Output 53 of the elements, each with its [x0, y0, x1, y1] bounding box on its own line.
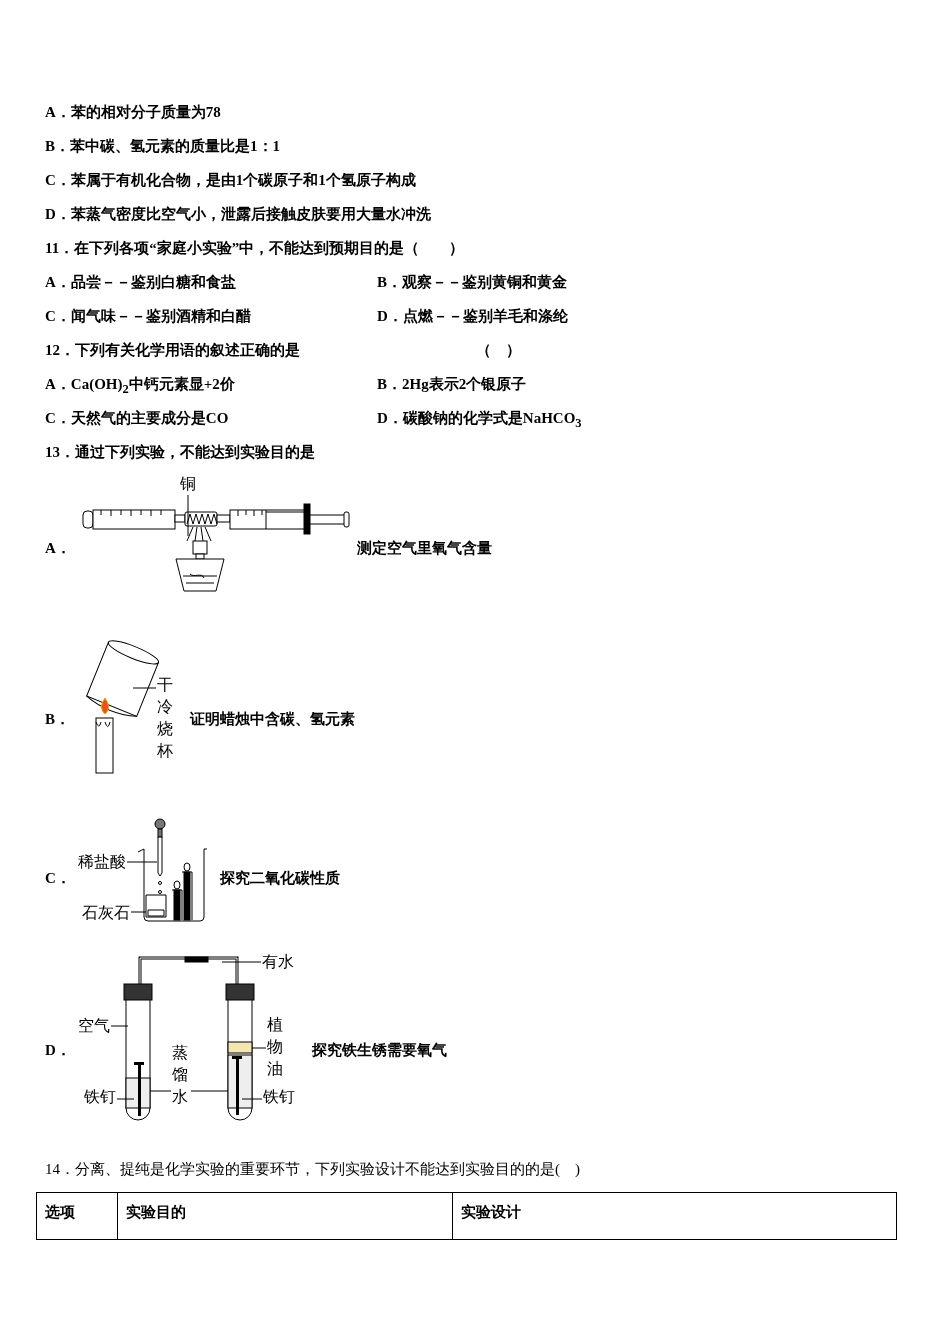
- apparatus-label: 干冷烧杯: [157, 674, 175, 762]
- question-text: 14．分离、提纯是化学实验的重要环节，下列实验设计不能达到实验目的的是( ): [45, 1160, 580, 1178]
- leader-line: [126, 861, 158, 863]
- leader-line: [110, 1025, 129, 1027]
- leader-line: [149, 1090, 172, 1092]
- option-text: A．品尝－－鉴别白糖和食盐: [45, 273, 236, 291]
- leader-line: [132, 687, 157, 689]
- table-header-cell: 选项: [36, 1192, 118, 1240]
- leader-line: [116, 1098, 135, 1100]
- option-text: C．天然气的主要成分是CO: [45, 409, 229, 427]
- option-text: A．苯的相对分子质量为78: [45, 103, 221, 121]
- option-letter: B．: [45, 710, 70, 728]
- apparatus-label: 有水: [262, 952, 294, 972]
- option-letter: A．: [45, 539, 71, 557]
- apparatus-label: 铜: [180, 474, 196, 494]
- experiment-caption: 探究铁生锈需要氧气: [312, 1041, 447, 1059]
- leader-line: [221, 961, 262, 963]
- answer-bracket: （ ）: [476, 341, 521, 359]
- experiment-caption: 证明蜡烛中含碳、氢元素: [190, 710, 355, 728]
- option-text: B．观察－－鉴别黄铜和黄金: [377, 273, 567, 291]
- question-text: 11．在下列各项“家庭小实验”中，不能达到预期目的是（ ）: [45, 239, 465, 257]
- leader-line: [251, 1047, 267, 1049]
- apparatus-label: 蒸馏水: [172, 1042, 190, 1108]
- apparatus-label: 石灰石: [82, 903, 130, 923]
- leader-line: [241, 1098, 263, 1100]
- option-text: A．Ca(OH)$_{2}$中钙元素显+2价: [45, 375, 235, 398]
- question-text: 12．下列有关化学用语的叙述正确的是: [45, 341, 300, 359]
- leader-line: [187, 494, 189, 537]
- option-text: C．苯属于有机化合物，是由1个碳原子和1个氢原子构成: [45, 171, 416, 189]
- oil-layer: [227, 1041, 253, 1054]
- iron-nail: [232, 1056, 242, 1115]
- iron-nail: [134, 1062, 144, 1116]
- option-text: B．2Hg表示2个银原子: [377, 375, 527, 393]
- option-letter: C．: [45, 869, 71, 887]
- table-header-cell: 实验设计: [452, 1192, 897, 1240]
- option-text: D．点燃－－鉴别羊毛和涤纶: [377, 307, 568, 325]
- option-text: C．闻气味－－鉴别酒精和白醋: [45, 307, 251, 325]
- option-text: D．碳酸钠的化学式是NaHCO$_{3}$: [377, 409, 582, 432]
- apparatus-label: 铁钉: [84, 1087, 116, 1107]
- apparatus-label: 空气: [78, 1016, 110, 1036]
- option-letter: D．: [45, 1041, 71, 1059]
- apparatus-label: 稀盐酸: [78, 852, 126, 872]
- leader-line: [190, 1090, 229, 1092]
- question-text: 13．通过下列实验，不能达到实验目的是: [45, 443, 315, 461]
- experiment-caption: 探究二氧化碳性质: [220, 869, 340, 887]
- experiment-caption: 测定空气里氧气含量: [357, 539, 492, 557]
- small-beaker: [145, 894, 167, 918]
- apparatus-label: 铁钉: [263, 1087, 295, 1107]
- option-text: B．苯中碳、氢元素的质量比是1：1: [45, 137, 280, 155]
- apparatus-label: 植物油: [267, 1014, 285, 1080]
- leader-line: [130, 911, 147, 913]
- table-header-cell: 实验目的: [117, 1192, 453, 1240]
- option-text: D．苯蒸气密度比空气小，泄露后接触皮肤要用大量水冲洗: [45, 205, 431, 223]
